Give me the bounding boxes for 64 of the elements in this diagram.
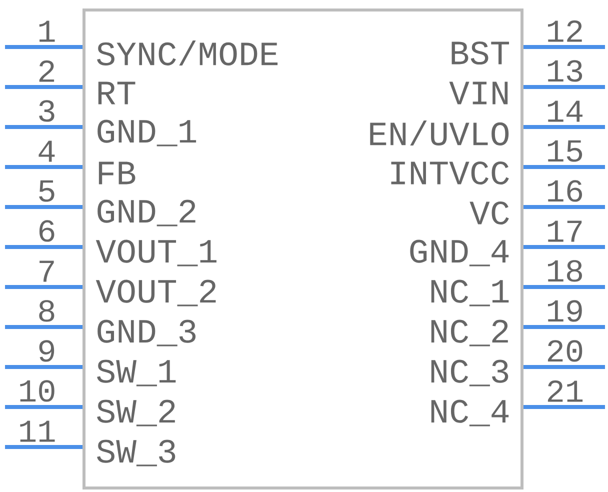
pin-line bbox=[5, 405, 82, 409]
pin-number: 14 bbox=[548, 100, 582, 122]
pin-name: VC bbox=[470, 201, 509, 225]
pin-number: 19 bbox=[548, 300, 582, 322]
pin-number: 7 bbox=[40, 260, 54, 282]
pin-number: 21 bbox=[548, 380, 583, 402]
pin-line bbox=[524, 125, 605, 129]
pin-number: 9 bbox=[39, 340, 54, 362]
pin-number: 10 bbox=[20, 380, 54, 402]
pin-name: VOUT_1 bbox=[96, 240, 216, 266]
pin-name: RT bbox=[98, 82, 136, 104]
pin-line bbox=[5, 285, 82, 289]
pin-name: NC_4 bbox=[431, 400, 509, 426]
pin-number: 15 bbox=[548, 140, 582, 162]
pin-number: 13 bbox=[548, 60, 582, 82]
pin-number: 18 bbox=[548, 260, 582, 282]
pin-name: BST bbox=[452, 41, 510, 65]
pin-number: 5 bbox=[39, 180, 54, 202]
pin-number: 2 bbox=[39, 60, 54, 82]
pin-name: GND_4 bbox=[410, 240, 509, 266]
chip-body bbox=[82, 8, 524, 490]
pin-line bbox=[5, 445, 82, 449]
pin-line bbox=[5, 365, 82, 369]
pin-name: NC_1 bbox=[431, 280, 509, 306]
pin-number: 20 bbox=[548, 340, 582, 362]
pin-line bbox=[5, 325, 82, 329]
pin-name: GND_1 bbox=[98, 120, 196, 146]
pin-name: VOUT_2 bbox=[96, 280, 216, 306]
pin-name: NC_3 bbox=[431, 360, 508, 386]
pin-line bbox=[5, 245, 82, 249]
pin-line bbox=[5, 125, 82, 129]
pin-line bbox=[524, 245, 605, 249]
pin-line bbox=[5, 165, 82, 169]
pin-name: SW_1 bbox=[97, 360, 176, 386]
pin-number: 16 bbox=[548, 180, 582, 202]
pin-name: GND_2 bbox=[98, 200, 196, 226]
pin-number: 3 bbox=[39, 100, 54, 122]
pin-line bbox=[524, 85, 605, 89]
pin-name: SW_3 bbox=[97, 440, 176, 466]
pin-line bbox=[524, 325, 605, 329]
pin-name: FB bbox=[98, 162, 136, 184]
pin-name: NC_2 bbox=[431, 320, 508, 346]
pin-line bbox=[524, 205, 605, 209]
pin-number: 12 bbox=[548, 20, 582, 42]
pin-number: 4 bbox=[38, 140, 55, 162]
pin-line bbox=[524, 45, 605, 49]
pin-line bbox=[524, 165, 605, 169]
pin-line bbox=[5, 205, 82, 209]
pin-number: 1 bbox=[39, 20, 55, 42]
pin-number: 6 bbox=[39, 220, 54, 242]
pin-name: SW_2 bbox=[97, 400, 175, 426]
pin-name: SYNC/MODE bbox=[97, 40, 278, 66]
pin-line bbox=[5, 85, 82, 89]
pin-number: 17 bbox=[548, 220, 582, 242]
pin-line bbox=[5, 45, 82, 49]
pin-number: 11 bbox=[20, 420, 55, 442]
pin-line bbox=[524, 365, 605, 369]
pin-name: INTVCC bbox=[391, 161, 509, 185]
pin-line bbox=[524, 285, 605, 289]
pin-number: 8 bbox=[39, 300, 54, 322]
pin-name: EN/UVLO bbox=[370, 120, 509, 146]
pin-name: GND_3 bbox=[98, 320, 196, 346]
pin-name: VIN bbox=[449, 82, 508, 104]
pin-line bbox=[524, 405, 605, 409]
